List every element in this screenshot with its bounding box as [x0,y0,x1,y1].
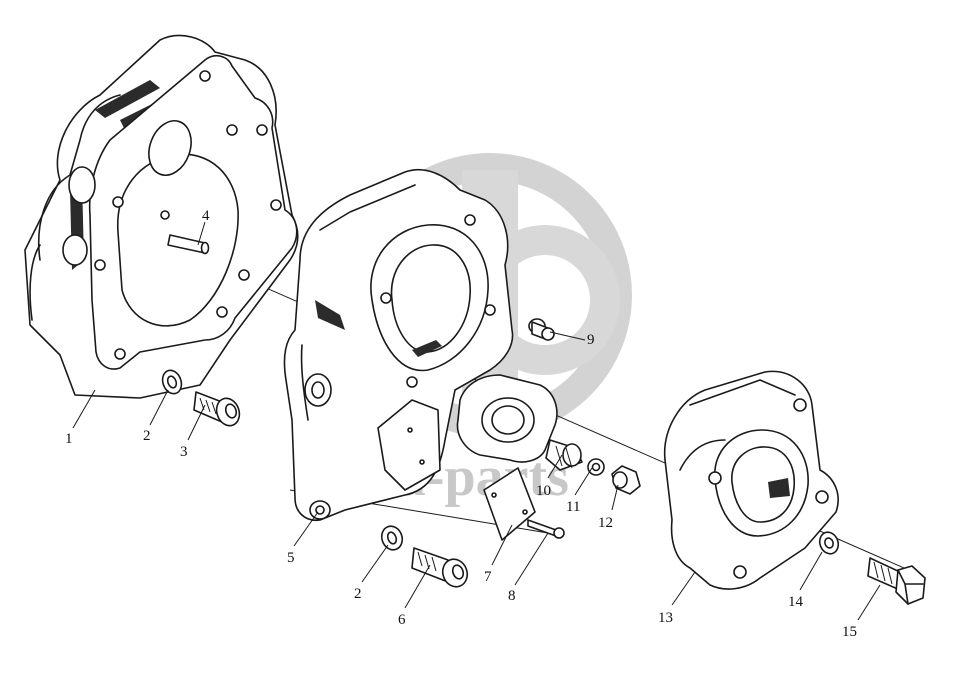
leader-lines [72,221,881,621]
callout-12: 12 [598,515,613,531]
part-9-plug [528,318,555,341]
part-2-washer-lower [380,525,404,551]
callout-14: 14 [788,594,804,610]
callout-1: 1 [65,431,73,447]
part-15-hex-bolt [867,557,926,605]
valve-body [456,374,558,463]
callout-labels: 1 2 3 4 5 2 6 7 8 9 10 11 12 13 14 15 [65,208,857,640]
part-8-pin [527,519,565,539]
part-1-housing [24,34,299,399]
callout-2-upper: 2 [143,428,151,444]
callout-9: 9 [587,332,595,348]
callout-11: 11 [566,499,580,515]
part-4-dowel-pin [167,234,210,255]
callout-4: 4 [202,208,210,224]
callout-3: 3 [180,444,188,460]
callout-13: 13 [658,610,673,626]
callout-6: 6 [398,612,406,628]
callout-2-lower: 2 [354,586,362,602]
part-6-cap-screw [411,547,469,588]
callout-7: 7 [484,569,492,585]
callout-15: 15 [842,624,857,640]
part-14-washer [818,531,840,555]
part-3-cap-screw [193,391,241,427]
callout-10: 10 [536,483,551,499]
part-13-end-cover [663,370,839,590]
part-11-nut [587,458,605,476]
part-2-washer-upper [161,369,183,395]
callout-5: 5 [287,550,295,566]
part-5-middle-cover [283,168,514,522]
part-7-gasket-plate [483,467,536,541]
part-12-hex-nut [611,465,641,495]
part-10-fitting [545,439,583,471]
callout-8: 8 [508,588,516,604]
